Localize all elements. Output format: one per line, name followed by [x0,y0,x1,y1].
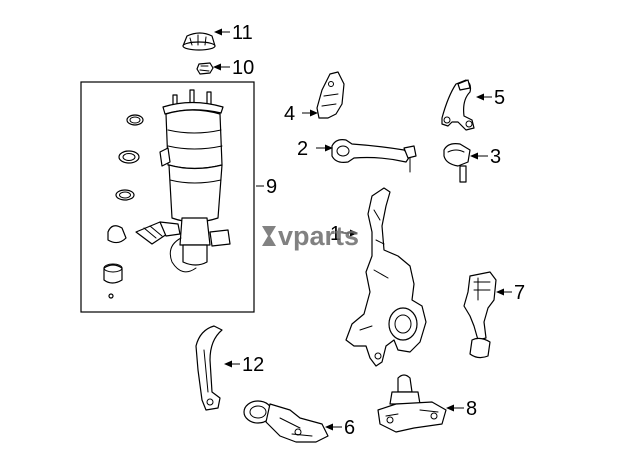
part-7-lower-link [463,271,497,359]
part-12-link [195,325,223,411]
part-2-link [331,139,417,173]
callout-2: 2 [297,138,308,160]
part-8-ball-joint-bracket [377,374,447,433]
watermark: vparts [262,221,359,251]
callout-5: 5 [494,87,505,109]
part-5-upper-arm [441,79,475,131]
part-3-ball-joint [443,143,471,183]
callout-6: 6 [344,417,355,439]
callout-10: 10 [232,57,254,79]
part-4-bracket [316,71,345,119]
part-1-knuckle [345,187,427,367]
callout-11: 11 [232,22,253,44]
leader-lines [213,28,512,431]
part-6-lower-arm [243,400,329,443]
callout-3: 3 [490,146,501,168]
callout-12: 12 [242,354,264,376]
strut-assembly-box [80,81,255,313]
callout-1: 1 [330,223,341,245]
callout-9: 9 [266,176,277,198]
part-9-air-strut [135,89,231,273]
part-9-seals [103,114,144,299]
watermark-logo-icon [262,226,276,246]
watermark-text: vparts [278,221,359,251]
callout-7: 7 [514,282,525,304]
part-10-nut [196,62,214,75]
part-11-cap [182,32,216,51]
callout-8: 8 [466,398,477,420]
callout-4: 4 [284,103,295,125]
